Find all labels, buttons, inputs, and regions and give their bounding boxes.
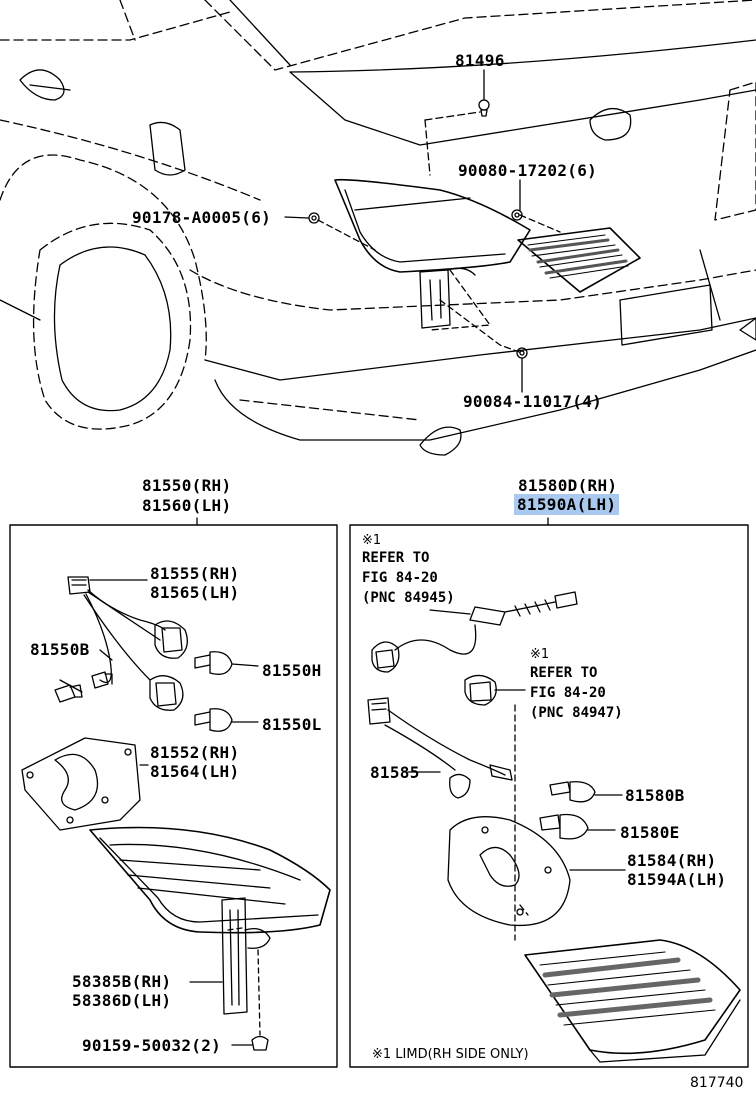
part-number-90159-50032: 90159-50032(2) — [82, 1036, 222, 1055]
part-number-81585: 81585 — [370, 763, 420, 782]
note1-line3: (PNC 84945) — [362, 590, 455, 606]
part-number-90178-a0005: 90178-A0005(6) — [132, 208, 272, 227]
note1-mark: ※1 — [362, 533, 382, 548]
part-number-90080-17202: 90080-17202(6) — [458, 161, 598, 180]
part-number-81565-lh: 81565(LH) — [150, 583, 240, 602]
note2-line2: FIG 84-20 — [530, 685, 606, 701]
left-assembly-title-rh: 81550(RH) — [142, 476, 232, 495]
part-number-58386d-lh: 58386D(LH) — [72, 991, 172, 1010]
part-number-81552-rh: 81552(RH) — [150, 743, 240, 762]
part-number-81555-rh: 81555(RH) — [150, 564, 240, 583]
figure-id: 817740 — [690, 1075, 744, 1091]
right-assembly-title-lh-highlighted[interactable]: 81590A(LH) — [514, 494, 620, 515]
note2-line1: REFER TO — [530, 665, 598, 681]
part-number-81580e: 81580E — [620, 823, 680, 842]
right-assembly-title-rh: 81580D(RH) — [518, 476, 618, 495]
part-number-90084-11017: 90084-11017(4) — [463, 392, 603, 411]
part-number-81550l: 81550L — [262, 715, 322, 734]
part-number-81594a-lh: 81594A(LH) — [627, 870, 727, 889]
vehicle-rear-drawing — [0, 0, 756, 456]
note2-mark: ※1 — [530, 647, 550, 662]
left-assembly-drawing — [9, 517, 338, 1068]
right-assembly-drawing — [349, 517, 749, 1068]
part-number-81550b: 81550B — [30, 640, 90, 659]
highlighted-part-81590a[interactable]: 81590A(LH) — [514, 494, 620, 515]
note1-line2: FIG 84-20 — [362, 570, 438, 586]
part-number-81550h: 81550H — [262, 661, 322, 680]
left-assembly-title-lh: 81560(LH) — [142, 496, 232, 515]
part-number-81584-rh: 81584(RH) — [627, 851, 717, 870]
part-number-58385b-rh: 58385B(RH) — [72, 972, 172, 991]
part-number-81580b: 81580B — [625, 786, 685, 805]
part-number-81496: 81496 — [455, 51, 505, 70]
footnote-limd: ※1 LIMD(RH SIDE ONLY) — [372, 1047, 529, 1062]
part-number-81564-lh: 81564(LH) — [150, 762, 240, 781]
note1-line1: REFER TO — [362, 550, 430, 566]
note2-line3: (PNC 84947) — [530, 705, 623, 721]
